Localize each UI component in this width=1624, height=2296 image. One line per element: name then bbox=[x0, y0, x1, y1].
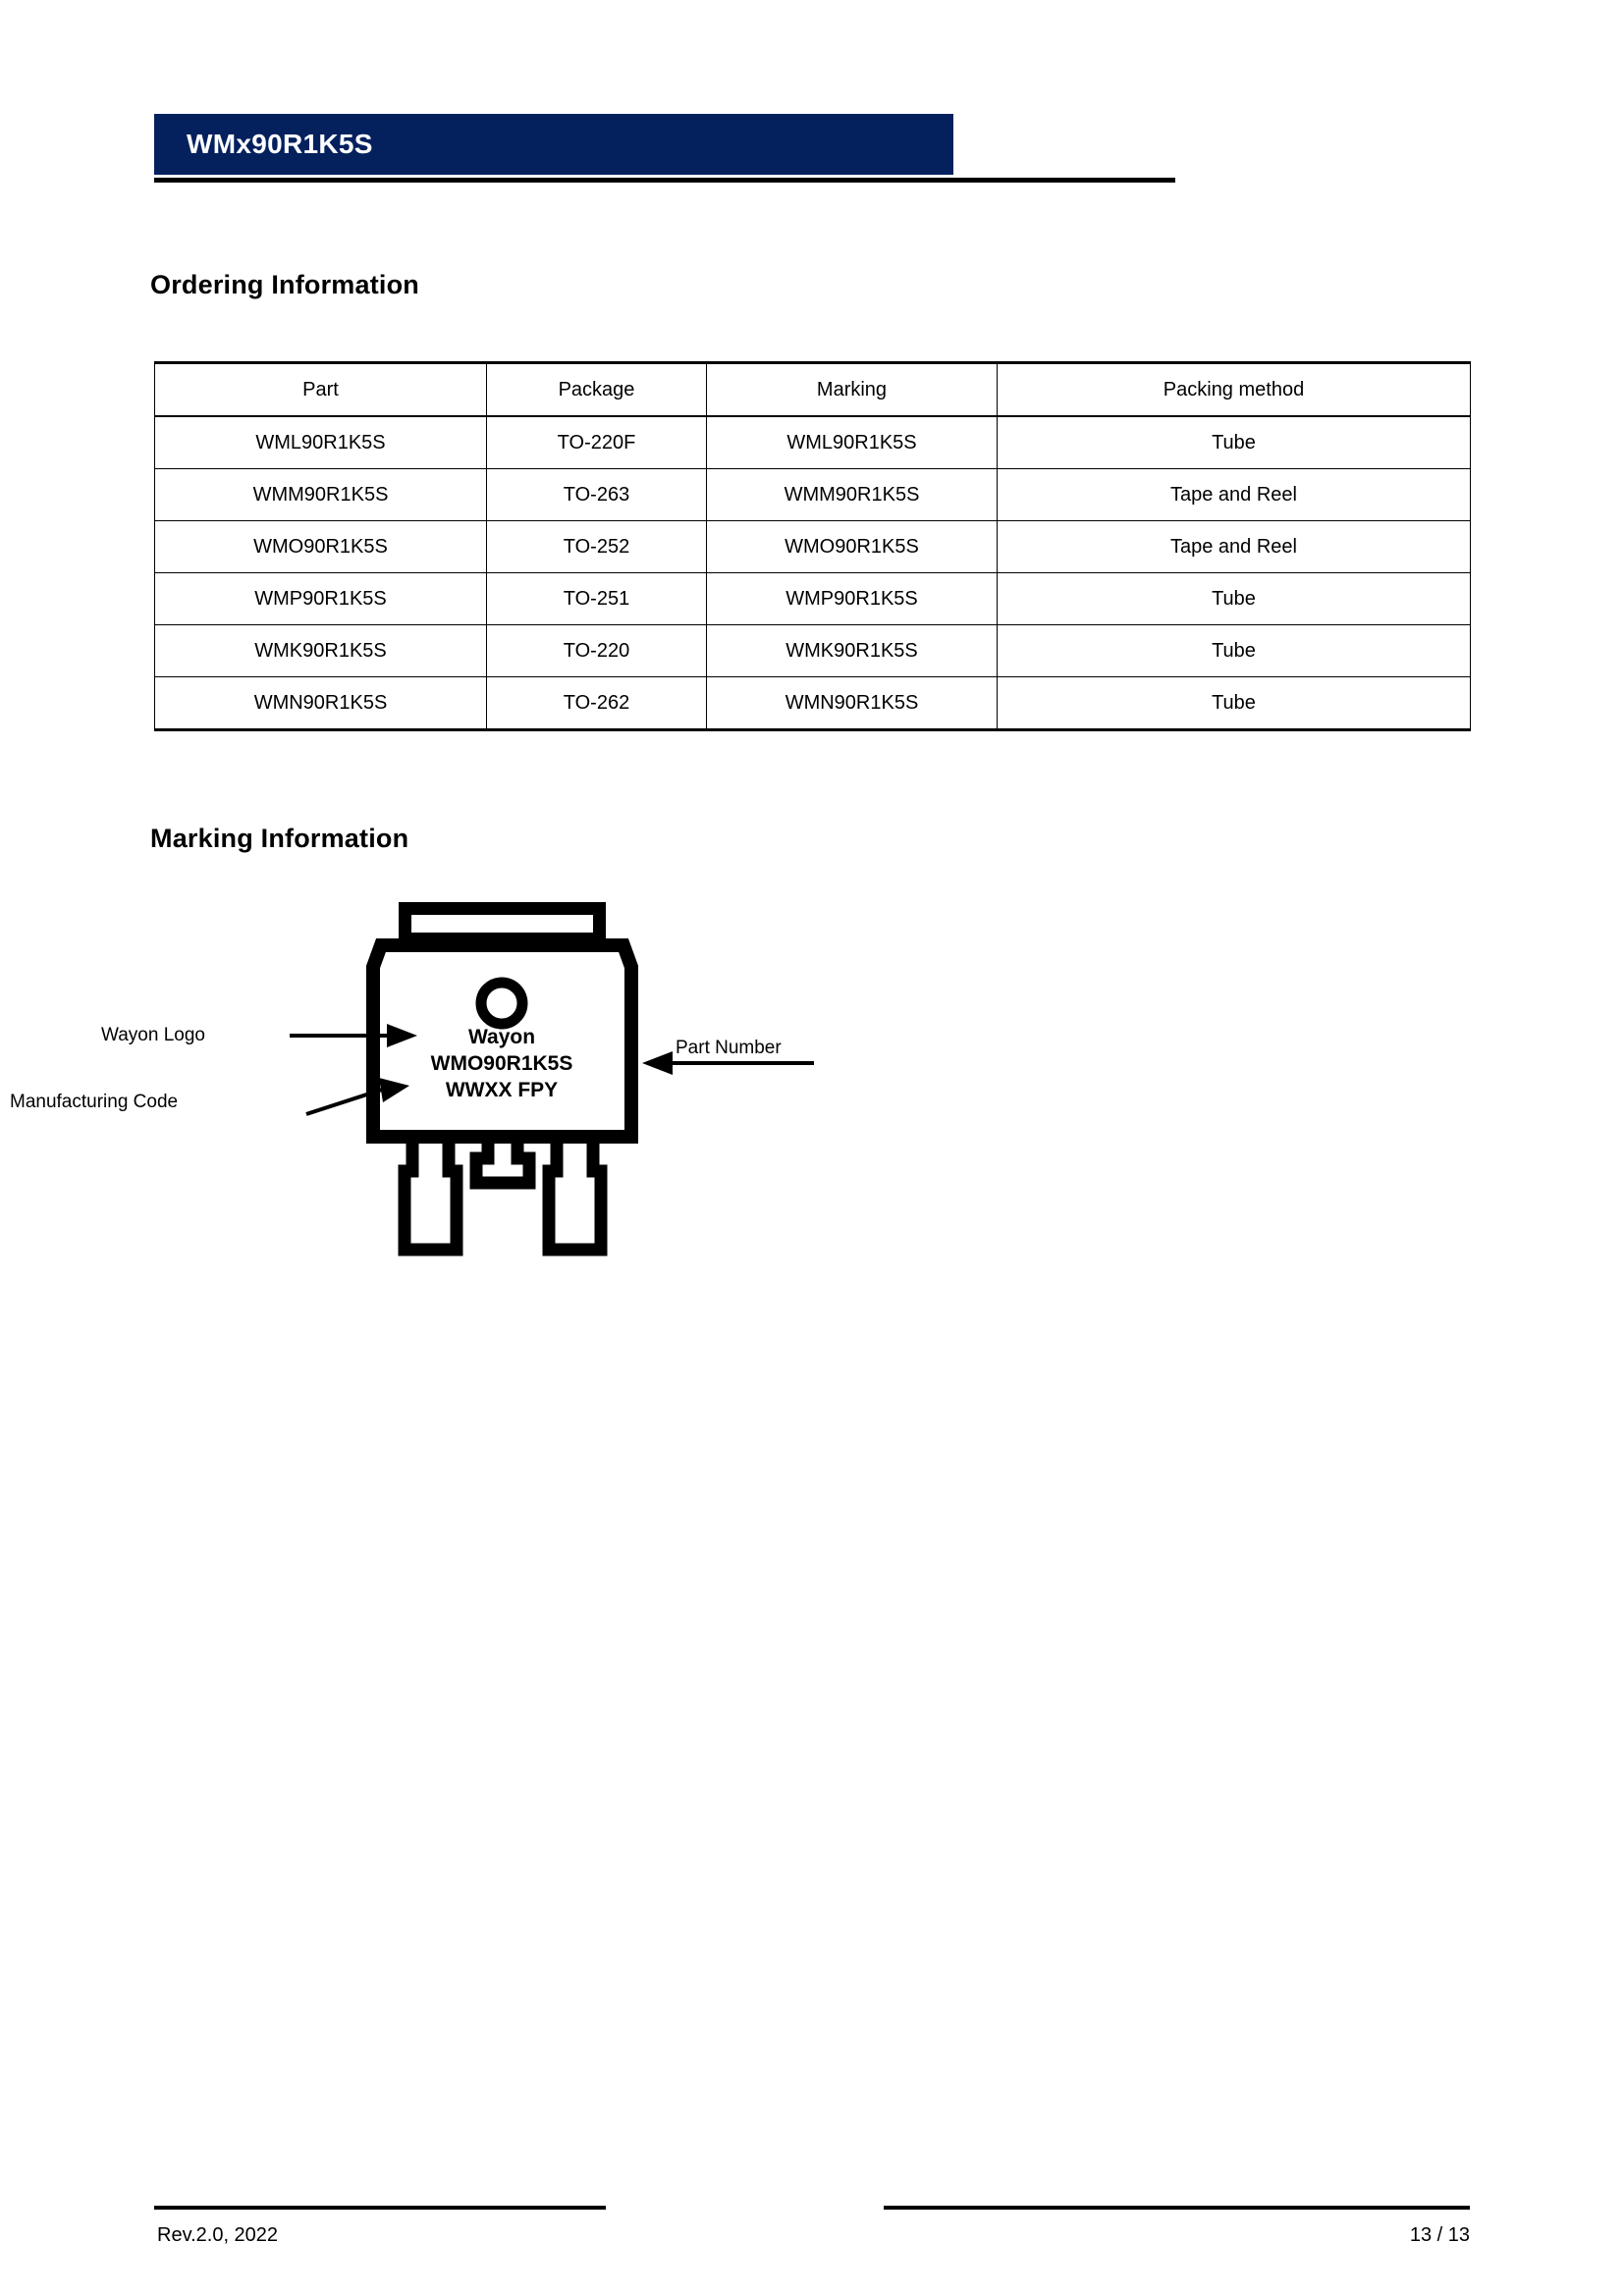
callout-label-wayon-logo: Wayon Logo bbox=[101, 1025, 205, 1045]
footer-page-number: 13 / 13 bbox=[1409, 2224, 1470, 2246]
cell-part: WMM90R1K5S bbox=[154, 468, 487, 521]
cell-part: WMN90R1K5S bbox=[154, 676, 487, 731]
cell-marking: WMO90R1K5S bbox=[706, 520, 998, 573]
package-pin-right bbox=[542, 1130, 608, 1256]
cell-package: TO-263 bbox=[486, 468, 707, 521]
cell-packing: Tube bbox=[997, 676, 1471, 731]
page-footer: Rev.2.0, 2022 13 / 13 bbox=[0, 2177, 1624, 2266]
column-header-marking: Marking bbox=[706, 361, 998, 417]
cell-part: WML90R1K5S bbox=[154, 415, 487, 469]
package-marking-diagram: Wayon WMO90R1K5S WWXX FPY bbox=[154, 893, 1470, 1286]
ordering-information-heading: Ordering Information bbox=[150, 270, 419, 299]
header-banner: WMx90R1K5S bbox=[154, 114, 953, 175]
package-text-line-2: WMO90R1K5S bbox=[431, 1052, 573, 1075]
page-header: WMx90R1K5S bbox=[0, 0, 1624, 206]
page-title: WMx90R1K5S bbox=[187, 129, 373, 159]
cell-package: TO-220F bbox=[486, 415, 707, 469]
header-divider bbox=[154, 178, 1175, 183]
footer-revision: Rev.2.0, 2022 bbox=[157, 2224, 279, 2246]
table-row: WMP90R1K5S TO-251 WMP90R1K5S Tube bbox=[154, 572, 1471, 625]
package-mounting-tab bbox=[399, 902, 606, 942]
cell-packing: Tape and Reel bbox=[997, 468, 1471, 521]
table-row: WMN90R1K5S TO-262 WMN90R1K5S Tube bbox=[154, 676, 1471, 731]
cell-packing: Tube bbox=[997, 624, 1471, 677]
column-header-packing-method: Packing method bbox=[997, 361, 1471, 417]
package-pin-center bbox=[469, 1130, 536, 1190]
cell-marking: WMN90R1K5S bbox=[706, 676, 998, 731]
package-text-line-1: Wayon bbox=[468, 1026, 535, 1048]
marking-information-heading: Marking Information bbox=[150, 824, 409, 853]
package-mounting-hole bbox=[475, 977, 528, 1030]
cell-marking: WML90R1K5S bbox=[706, 415, 998, 469]
cell-packing: Tube bbox=[997, 415, 1471, 469]
to-252-package-drawing: Wayon WMO90R1K5S WWXX FPY bbox=[290, 902, 814, 1256]
ordering-information-table: Part Package Marking Packing method WML9… bbox=[154, 361, 1471, 731]
table-row: WMM90R1K5S TO-263 WMM90R1K5S Tape and Re… bbox=[154, 468, 1471, 521]
cell-packing: Tube bbox=[997, 572, 1471, 625]
leader-line-part-number bbox=[642, 1051, 814, 1075]
table-row: WMK90R1K5S TO-220 WMK90R1K5S Tube bbox=[154, 624, 1471, 677]
callout-label-manufacturing-code: Manufacturing Code bbox=[10, 1092, 179, 1112]
column-header-part: Part bbox=[154, 361, 487, 417]
package-pin-left bbox=[398, 1130, 463, 1256]
cell-part: WMK90R1K5S bbox=[154, 624, 487, 677]
table-row: WML90R1K5S TO-220F WML90R1K5S Tube bbox=[154, 415, 1471, 469]
cell-package: TO-220 bbox=[486, 624, 707, 677]
footer-divider-left bbox=[154, 2206, 606, 2210]
package-body-outline bbox=[366, 938, 638, 1144]
package-text-line-3: WWXX FPY bbox=[446, 1079, 558, 1101]
cell-marking: WMP90R1K5S bbox=[706, 572, 998, 625]
footer-divider-right bbox=[884, 2206, 1470, 2210]
table-row: WMO90R1K5S TO-252 WMO90R1K5S Tape and Re… bbox=[154, 520, 1471, 573]
cell-part: WMO90R1K5S bbox=[154, 520, 487, 573]
column-header-package: Package bbox=[486, 361, 707, 417]
leader-line-wayon-logo bbox=[290, 1024, 417, 1047]
cell-marking: WMM90R1K5S bbox=[706, 468, 998, 521]
cell-part: WMP90R1K5S bbox=[154, 572, 487, 625]
table-header-row: Part Package Marking Packing method bbox=[154, 361, 1471, 417]
cell-package: TO-262 bbox=[486, 676, 707, 731]
leader-line-manufacturing-code bbox=[305, 1078, 409, 1116]
cell-package: TO-252 bbox=[486, 520, 707, 573]
cell-packing: Tape and Reel bbox=[997, 520, 1471, 573]
cell-package: TO-251 bbox=[486, 572, 707, 625]
callout-label-part-number: Part Number bbox=[676, 1038, 782, 1058]
cell-marking: WMK90R1K5S bbox=[706, 624, 998, 677]
